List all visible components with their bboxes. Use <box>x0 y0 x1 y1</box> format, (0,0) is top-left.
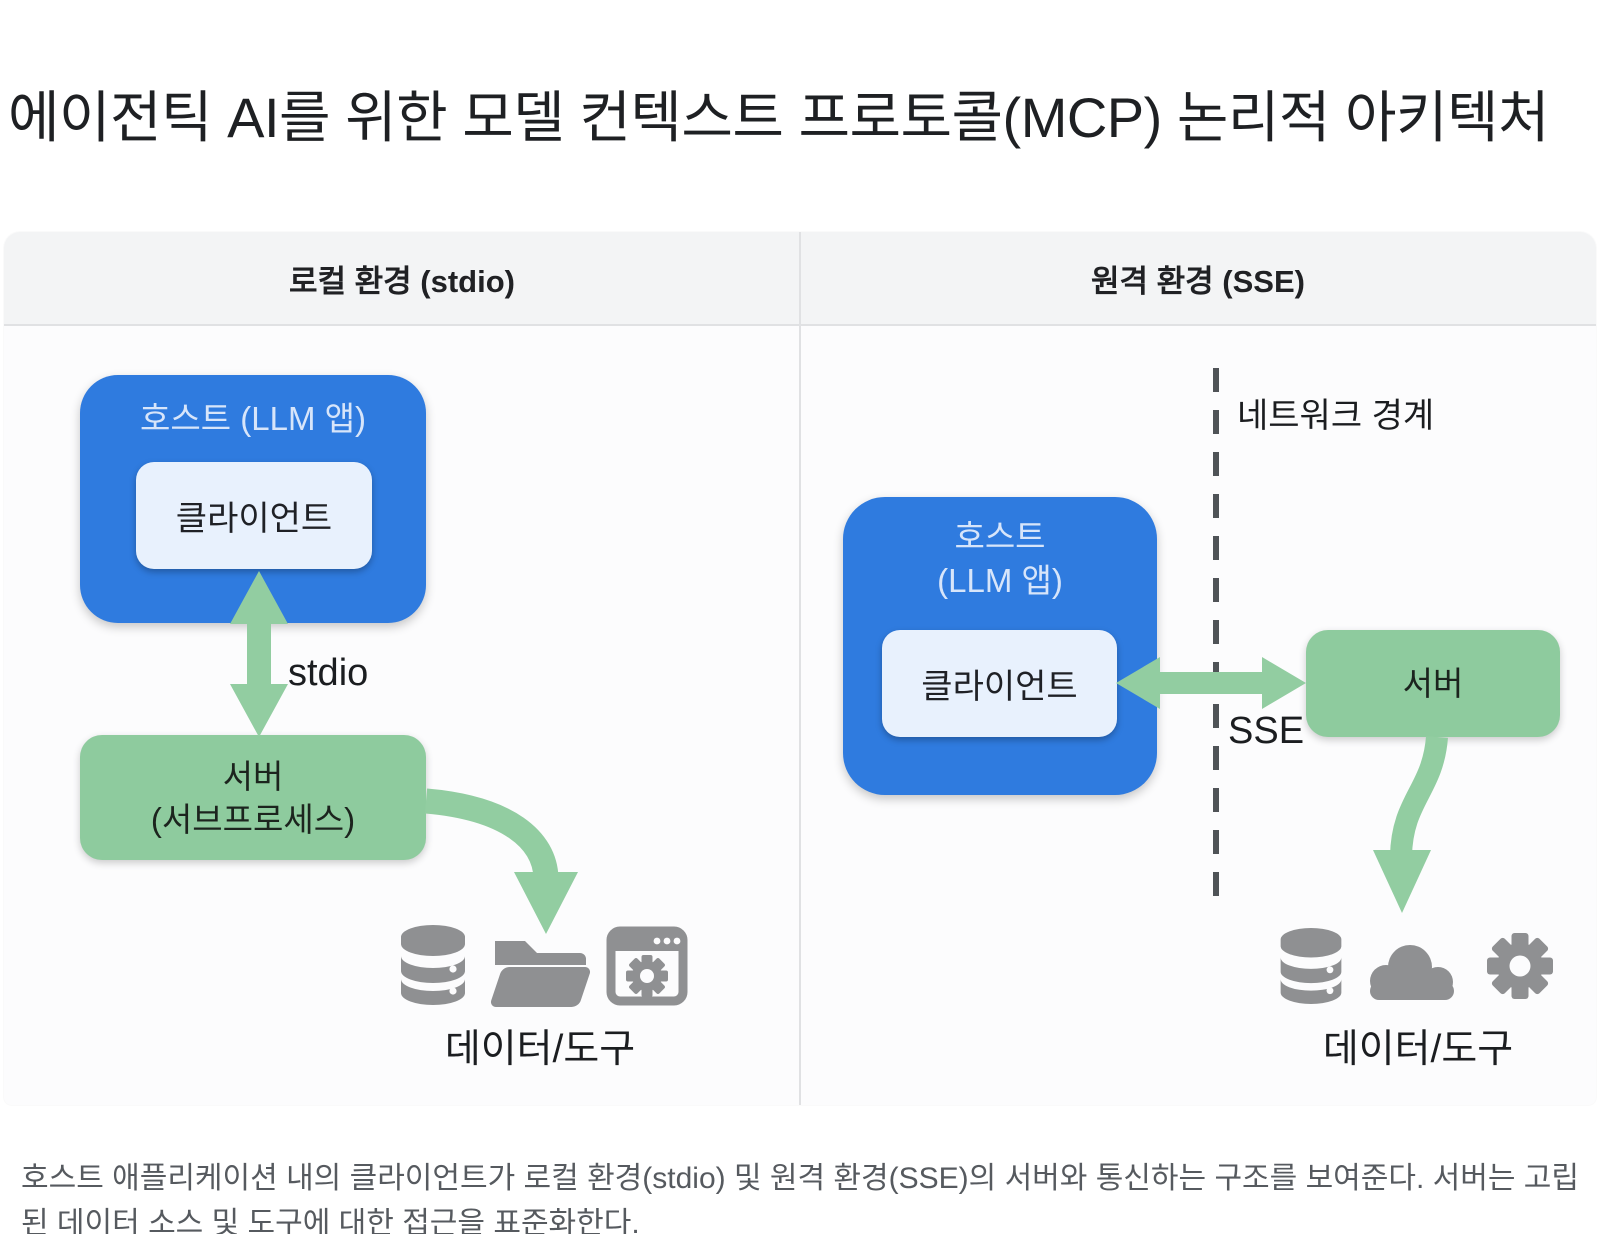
local-server-label-line2: (서브프로세스) <box>150 800 356 838</box>
remote-host-label-line1: 호스트 <box>954 518 1046 555</box>
remote-panel-header: 원격 환경 (SSE) <box>1091 263 1305 299</box>
remote-data-tools-label: 데이터/도구 <box>1322 1028 1514 1071</box>
network-boundary-line <box>1213 368 1219 896</box>
local-data-tools-label: 데이터/도구 <box>444 1028 636 1071</box>
remote-server-box: 서버 <box>1306 630 1560 737</box>
network-boundary-label: 네트워크 경계 <box>1237 397 1435 435</box>
cloud-icon <box>1363 938 1461 1004</box>
gear-icon <box>1484 929 1556 1003</box>
local-panel-header: 로컬 환경 (stdio) <box>288 263 515 299</box>
remote-client-box: 클라이언트 <box>882 630 1117 737</box>
local-host-label: 호스트 (LLM 앱) <box>140 400 366 437</box>
app-window-gear-icon <box>606 926 688 1006</box>
local-server-box: 서버 (서브프로세스) <box>80 735 426 860</box>
sse-transport-label: SSE <box>1228 710 1305 752</box>
database-icon <box>394 922 472 1008</box>
page-title: 에이전틱 AI를 위한 모델 컨텍스트 프로토콜(MCP) 논리적 아키텍처 <box>8 85 1550 149</box>
stdio-transport-label: stdio <box>288 652 369 694</box>
figure-caption: 호스트 애플리케이션 내의 클라이언트가 로컬 환경(stdio) 및 원격 환… <box>21 1162 1579 1234</box>
folder-icon <box>488 928 594 1008</box>
database-icon <box>1274 925 1348 1007</box>
panel-divider <box>799 232 801 1105</box>
remote-host-label-line2: (LLM 앱) <box>937 562 1063 599</box>
remote-server-label: 서버 <box>1402 665 1464 702</box>
local-server-label-line1: 서버 <box>222 757 284 795</box>
local-client-box: 클라이언트 <box>136 462 372 569</box>
